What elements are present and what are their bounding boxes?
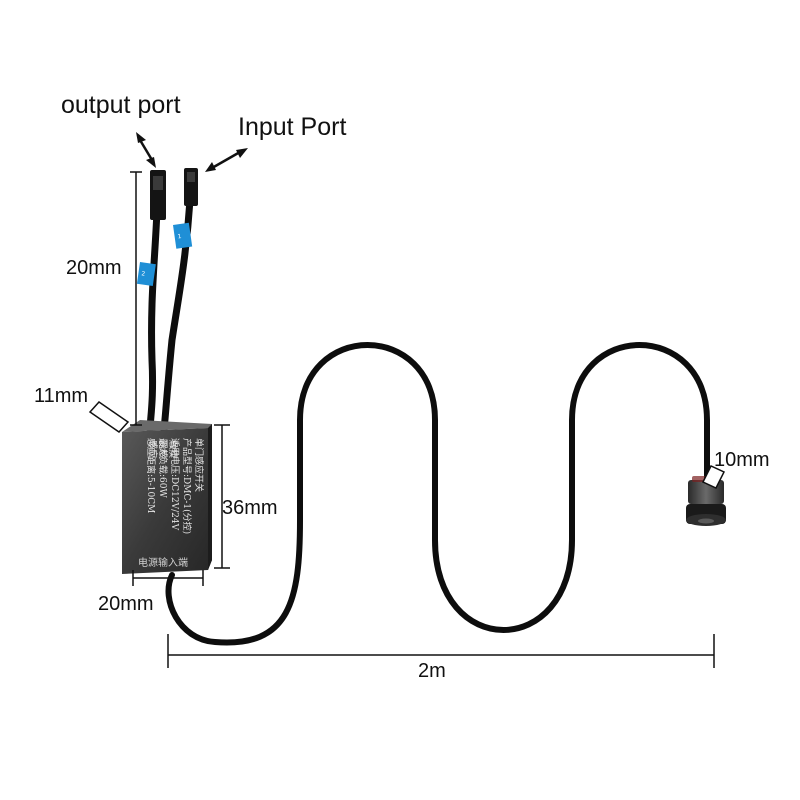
module-label-line-4: 最大负载:60W [157, 438, 169, 498]
input-port-arrow [205, 148, 248, 172]
cable-height-dimension [130, 171, 142, 426]
control-module: 单门感应开关 产品型号:DMC-1(分控) 适用电压:DC12V/24V 最大负… [122, 420, 212, 574]
box-width-dimension [132, 570, 204, 586]
module-label-line-1: 单门感应开关 [193, 438, 205, 492]
module-label-line-3: 适用电压:DC12V/24V [169, 438, 181, 531]
box-height-dimension [214, 424, 230, 569]
module-bottom-label: 电源输入端 [138, 556, 188, 569]
module-side-line-2: 器感 [157, 440, 169, 458]
output-port-arrow [136, 132, 156, 168]
main-cable [165, 342, 710, 646]
cable-height-label: 20mm [66, 257, 122, 279]
box-depth-label: 11mm [34, 385, 88, 407]
wire-tag-1: 1 [173, 222, 193, 249]
svg-text:1: 1 [177, 233, 182, 240]
sensor-diameter-label: 10mm [714, 449, 770, 471]
sensor-diameter-dimension [701, 465, 726, 489]
wire-tag-2: 2 [136, 262, 156, 287]
output-port-label: output port [61, 91, 181, 119]
module-label-line-5: 感应距离:5-10CM [145, 438, 157, 513]
cable-length-dimension [167, 634, 715, 668]
output-wire [146, 206, 161, 434]
module-side-line-1: 感应 [147, 440, 159, 458]
box-width-label: 20mm [98, 593, 154, 615]
module-label-line-2: 产品型号:DMC-1(分控) [181, 438, 193, 534]
input-port-label: Input Port [238, 113, 346, 141]
box-depth-dimension [88, 401, 130, 433]
svg-text:2: 2 [141, 270, 146, 277]
box-height-label: 36mm [222, 497, 278, 519]
module-side-line-3: 触摸 [167, 440, 179, 458]
cable-length-label: 2m [418, 660, 446, 682]
